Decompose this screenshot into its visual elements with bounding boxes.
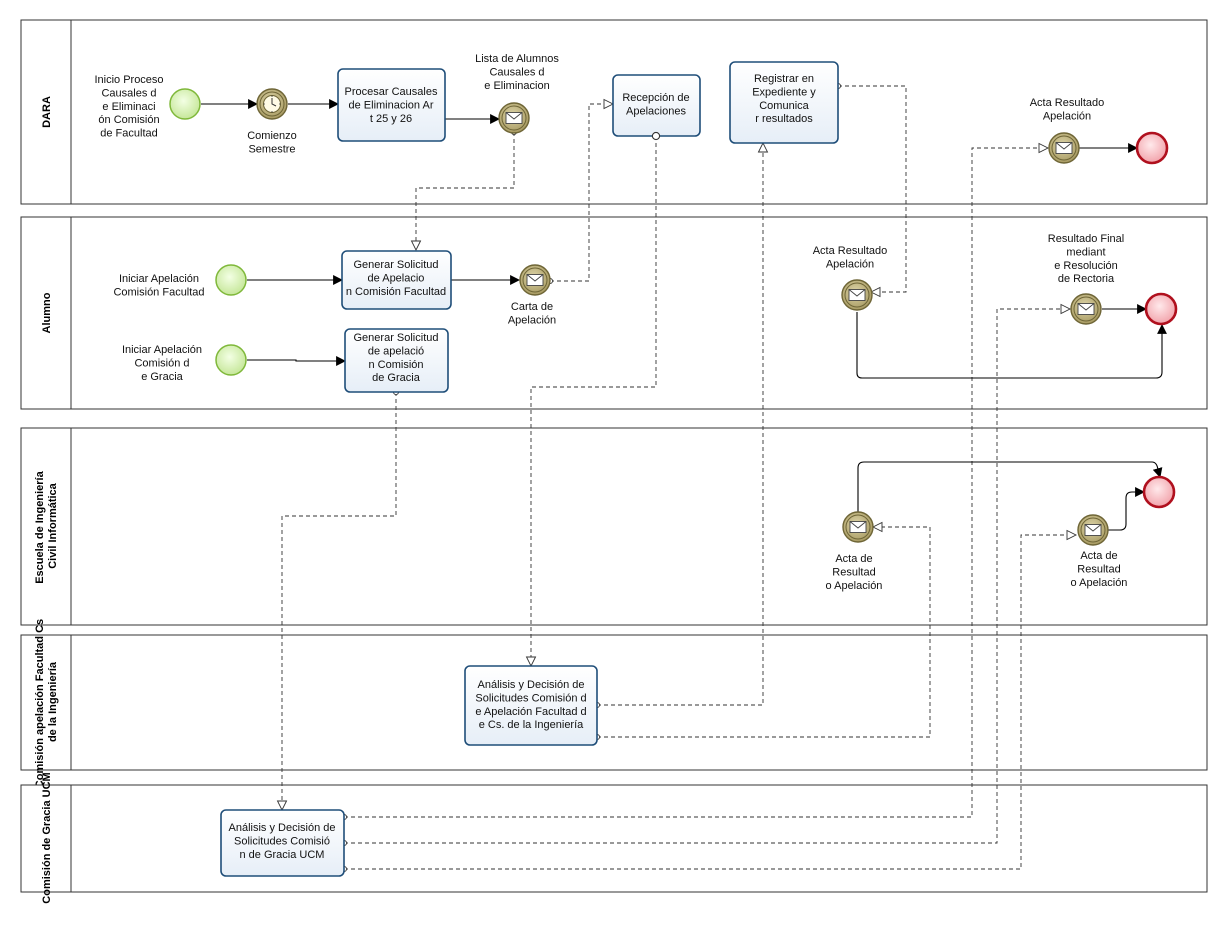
message-event-icon: [1077, 514, 1109, 546]
end-event-icon: [1144, 292, 1178, 326]
task-analisis-gracia[interactable]: [220, 809, 345, 877]
lane-label-comision-facultad: Comisión apelación Facultad Cs: [34, 619, 46, 788]
task-procesar[interactable]: [337, 68, 446, 142]
svg-text:Comisión apelación Facultad Cs: Comisión apelación Facultad Cs de la Ing…: [34, 616, 59, 788]
start-event-icon: [169, 88, 201, 120]
lane-alumno: Alumno: [20, 216, 1208, 410]
message-flow-generar-gracia-to-analisis-gracia: [282, 392, 396, 810]
sequence-flow-acta-alumno-to-end: [856, 312, 1167, 379]
lane-label-comision-gracia: Comisión de Gracia UCM: [41, 772, 53, 903]
task-generar-gracia[interactable]: [344, 328, 449, 393]
message-event-icon: [519, 264, 551, 296]
sequence-flows: [201, 99, 1167, 531]
start-event-icon: [215, 344, 247, 376]
lane-label-alumno: Alumno: [41, 292, 53, 333]
message-event-icon: [498, 102, 530, 134]
message-event-icon: [1048, 132, 1080, 164]
end-event-icon: [1135, 131, 1169, 165]
message-event-icon: [1070, 293, 1102, 325]
start-event-icon: [215, 264, 247, 296]
svg-text:Escuela de Ingeniería Civi: Escuela de Ingeniería Civil Informática: [34, 468, 59, 584]
end-event-icon: [1142, 475, 1176, 509]
timer-event-icon: [256, 88, 288, 120]
message-flows: [282, 86, 1076, 869]
lane-comision-facultad: Comisión apelación Facultad Cs de la Ing…: [20, 616, 1208, 788]
message-flow-gracia-to-acta-escuela-2: [344, 535, 1076, 869]
task-registrar[interactable]: [729, 61, 839, 144]
sequence-flow-iniciar-to-generar-gracia: [247, 356, 346, 366]
lane-label-escuela: Escuela de Ingeniería: [34, 470, 46, 583]
lane-escuela: Escuela de Ingeniería Civil Informática: [20, 427, 1208, 626]
message-event-icon: [841, 279, 873, 311]
task-analisis-facultad[interactable]: [464, 665, 598, 746]
sequence-flow-acta-escuela-2-to-end: [1108, 487, 1145, 531]
lane-label-dara: DARA: [41, 96, 53, 128]
task-recepcion[interactable]: [612, 74, 701, 141]
lane-comision-gracia: Comisión de Gracia UCM: [20, 772, 1208, 904]
sequence-flow-acta-escuela-to-end: [857, 461, 1163, 512]
task-generar-fac[interactable]: [341, 250, 452, 310]
message-event-icon: [842, 511, 874, 543]
